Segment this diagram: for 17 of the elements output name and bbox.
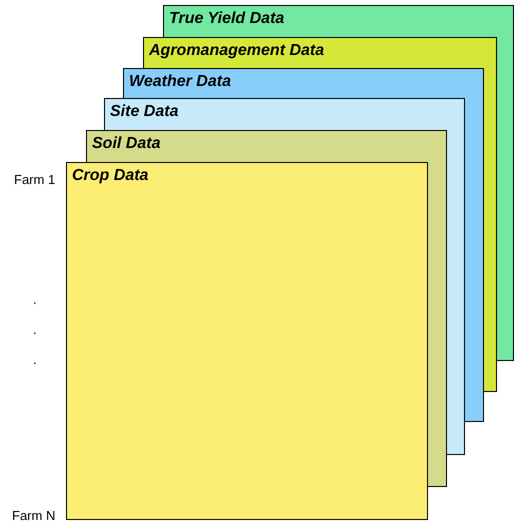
data-layer: [86, 130, 447, 162]
data-layer: [66, 162, 428, 520]
ellipsis-dot: .: [33, 292, 37, 307]
data-layer: [104, 98, 465, 130]
data-layer: [143, 37, 497, 68]
layer-title: Agromanagement Data: [149, 42, 324, 60]
farm-label: Farm 1: [14, 172, 56, 187]
layer-title: Weather Data: [129, 73, 231, 91]
layer-title: Site Data: [110, 103, 178, 121]
layer-title: Crop Data: [72, 167, 148, 185]
layer-title: Soil Data: [92, 135, 160, 153]
ellipsis-dot: .: [33, 322, 37, 337]
ellipsis-dot: .: [33, 352, 37, 367]
data-layer: [123, 68, 484, 98]
farm-label: Farm N: [12, 508, 56, 523]
data-layer: [163, 5, 514, 37]
layer-title: True Yield Data: [169, 10, 284, 28]
